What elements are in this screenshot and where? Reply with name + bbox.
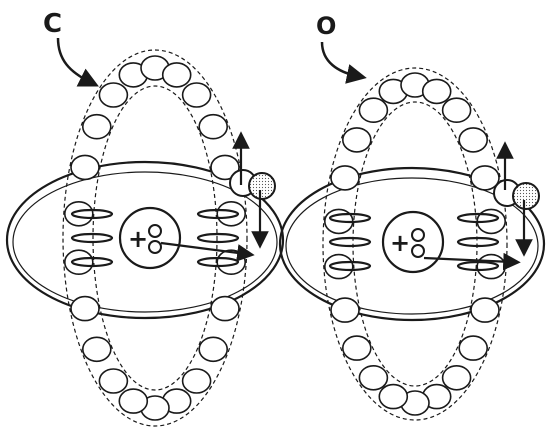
atom-o-electron-bead [423, 79, 451, 103]
atom-o-electron-bead [331, 298, 359, 322]
atom-o-side-electron-right [513, 183, 539, 209]
atom-o-electron-bead [359, 98, 387, 122]
atom-o-nucleus-plus: + [390, 229, 410, 257]
atom-o-electron-bead [443, 98, 471, 122]
atom-o-electron-bead [443, 366, 471, 390]
atom-c-electron-bead [71, 297, 99, 321]
atom-c-electron-bead [99, 369, 127, 393]
atom-c-electron-bead [119, 389, 147, 413]
atom-o: O + [280, 12, 544, 420]
atom-c-electron-bead [65, 250, 93, 274]
atom-c-nucleon-upper [149, 225, 161, 237]
atom-c-nucleon-lower [149, 241, 161, 253]
atom-c-electron-bead [83, 115, 111, 139]
atom-o-nucleon-upper [412, 229, 424, 241]
atom-o-label: O [316, 12, 336, 40]
atom-o-electron-bead [459, 336, 487, 360]
atom-c-side-electron-right [249, 173, 275, 199]
atom-c-electron-bead [99, 83, 127, 107]
atom-o-electron-bead [459, 128, 487, 152]
atom-c-electron-bead [183, 369, 211, 393]
atom-c-electron-bead [211, 297, 239, 321]
atom-c-electron-bead [217, 202, 245, 226]
atom-c-electron-bead [199, 115, 227, 139]
atom-o-electron-bead [471, 298, 499, 322]
atom-c: C + [7, 9, 283, 426]
atom-o-electron-bead [359, 366, 387, 390]
atom-c-electron-bead [163, 63, 191, 87]
atom-c-pointer-arrow [58, 38, 90, 82]
atom-c-nucleus-plus: + [128, 225, 148, 253]
atom-o-electron-bead [331, 166, 359, 190]
atom-o-pointer-arrow [322, 42, 357, 76]
atom-c-electron-bead [65, 202, 93, 226]
atom-o-electron-bead [343, 128, 371, 152]
atom-o-electron-bead [343, 336, 371, 360]
atom-c-electron-bead [71, 155, 99, 179]
atom-o-electron-bead [379, 385, 407, 409]
atom-c-electron-bead [199, 337, 227, 361]
atom-c-electron-bead [83, 337, 111, 361]
atom-c-electron-bead [183, 83, 211, 107]
atom-o-electron-bead [477, 255, 505, 279]
atom-o-nucleon-lower [412, 245, 424, 257]
atom-c-label: C [43, 9, 62, 39]
